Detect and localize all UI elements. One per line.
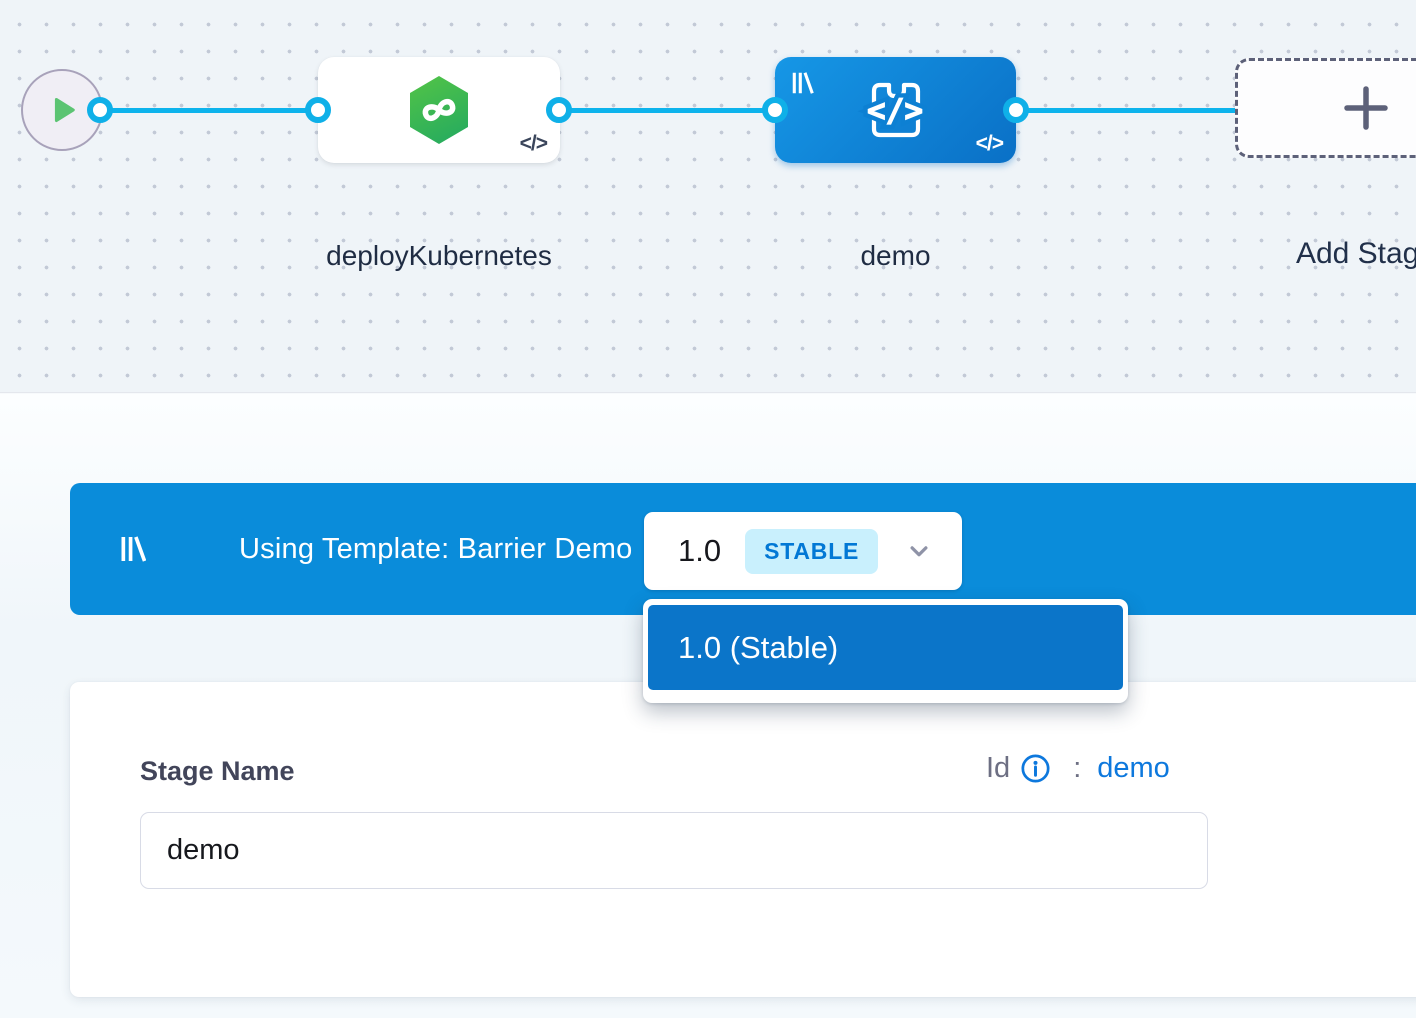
stable-badge: STABLE	[745, 528, 879, 574]
stage-label-deploykubernetes: deployKubernetes	[326, 240, 552, 271]
id-label: Id	[986, 752, 1011, 784]
stage-label-demo: demo	[860, 240, 931, 271]
info-icon[interactable]	[1020, 753, 1051, 784]
stage-node-demo[interactable]: </> </> </>	[775, 57, 1016, 163]
custom-stage-code-icon: </> </>	[853, 78, 939, 142]
svg-text:</>: </>	[867, 93, 923, 129]
edge-demo-to-addstage	[1016, 108, 1237, 113]
edge-deploy-to-demo	[559, 108, 775, 113]
stage-details-card: Stage Name Id : demo	[70, 682, 1416, 997]
pipeline-canvas[interactable]: </> </> </> </> deployKubernetes	[0, 0, 1416, 393]
port-deploy-in[interactable]	[305, 97, 331, 123]
id-separator: :	[1073, 752, 1082, 784]
using-template-banner: Using Template: Barrier Demo 1.0 STABLE	[70, 483, 1416, 615]
template-library-icon	[790, 69, 814, 97]
edge-start-to-deploy	[100, 108, 318, 113]
port-demo-in[interactable]	[762, 97, 788, 123]
version-option-label: 1.0 (Stable)	[678, 629, 839, 665]
yaml-code-icon[interactable]: </>	[975, 132, 1004, 155]
yaml-code-icon[interactable]: </>	[519, 132, 548, 155]
stage-name-input[interactable]	[140, 812, 1208, 889]
version-dropdown-item[interactable]: 1.0 (Stable)	[648, 605, 1123, 690]
stage-label-add-stage: Add Stage	[1295, 237, 1416, 270]
stage-id-value-link[interactable]: demo	[1097, 752, 1170, 784]
add-stage-button[interactable]	[1235, 58, 1416, 158]
port-start-out[interactable]	[87, 97, 113, 123]
template-version-select[interactable]: 1.0 STABLE	[644, 512, 962, 590]
version-dropdown-menu: 1.0 (Stable)	[643, 599, 1128, 703]
svg-text:</>: </>	[867, 93, 923, 129]
port-deploy-out[interactable]	[546, 97, 572, 123]
stage-node-deploykubernetes[interactable]: </>	[318, 57, 560, 163]
stage-id-row: Id : demo	[986, 752, 1170, 785]
play-icon	[45, 93, 79, 127]
port-demo-out[interactable]	[1003, 97, 1029, 123]
deploy-hexagon-infinity-icon	[407, 74, 471, 146]
using-template-label: Using Template: Barrier Demo	[239, 532, 633, 565]
version-value: 1.0	[678, 533, 722, 568]
chevron-down-icon	[904, 536, 934, 566]
stage-name-label: Stage Name	[140, 756, 295, 786]
template-library-icon	[119, 534, 146, 564]
plus-icon	[1342, 84, 1390, 132]
